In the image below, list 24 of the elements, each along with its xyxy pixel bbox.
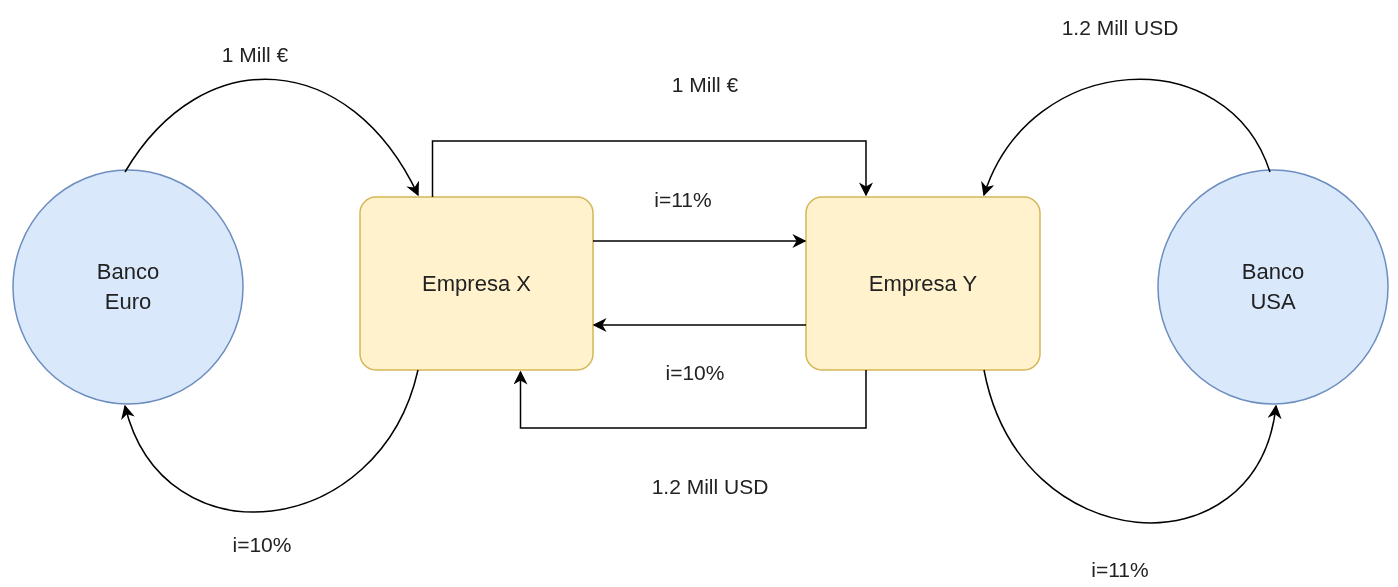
edge-label: 1.2 Mill USD — [1061, 16, 1179, 40]
edge-label: 1 Mill € — [671, 73, 739, 97]
company-box — [359, 196, 594, 371]
edge-label: i=10% — [232, 533, 292, 557]
edge-label: 1 Mill € — [221, 43, 289, 67]
node-label: Empresa X — [422, 269, 531, 298]
edge-label: 1.2 Mill USD — [651, 475, 769, 499]
arrow — [592, 234, 807, 248]
arrow — [122, 369, 419, 513]
bank-ellipse — [1157, 169, 1389, 405]
node-label: Banco USA — [1240, 258, 1306, 316]
node-label: Empresa Y — [868, 269, 978, 298]
node-label: Banco Euro — [95, 258, 161, 316]
edge-label: i=11% — [1091, 558, 1149, 582]
arrow — [431, 140, 873, 198]
edge-label: i=11% — [654, 188, 712, 212]
arrow — [513, 369, 867, 429]
arrow — [983, 369, 1280, 523]
arrow — [982, 78, 1271, 197]
arrow — [592, 318, 807, 332]
company-box — [805, 196, 1041, 371]
bank-ellipse — [12, 169, 244, 405]
arrow — [124, 78, 419, 197]
edge-label: i=10% — [665, 361, 725, 385]
